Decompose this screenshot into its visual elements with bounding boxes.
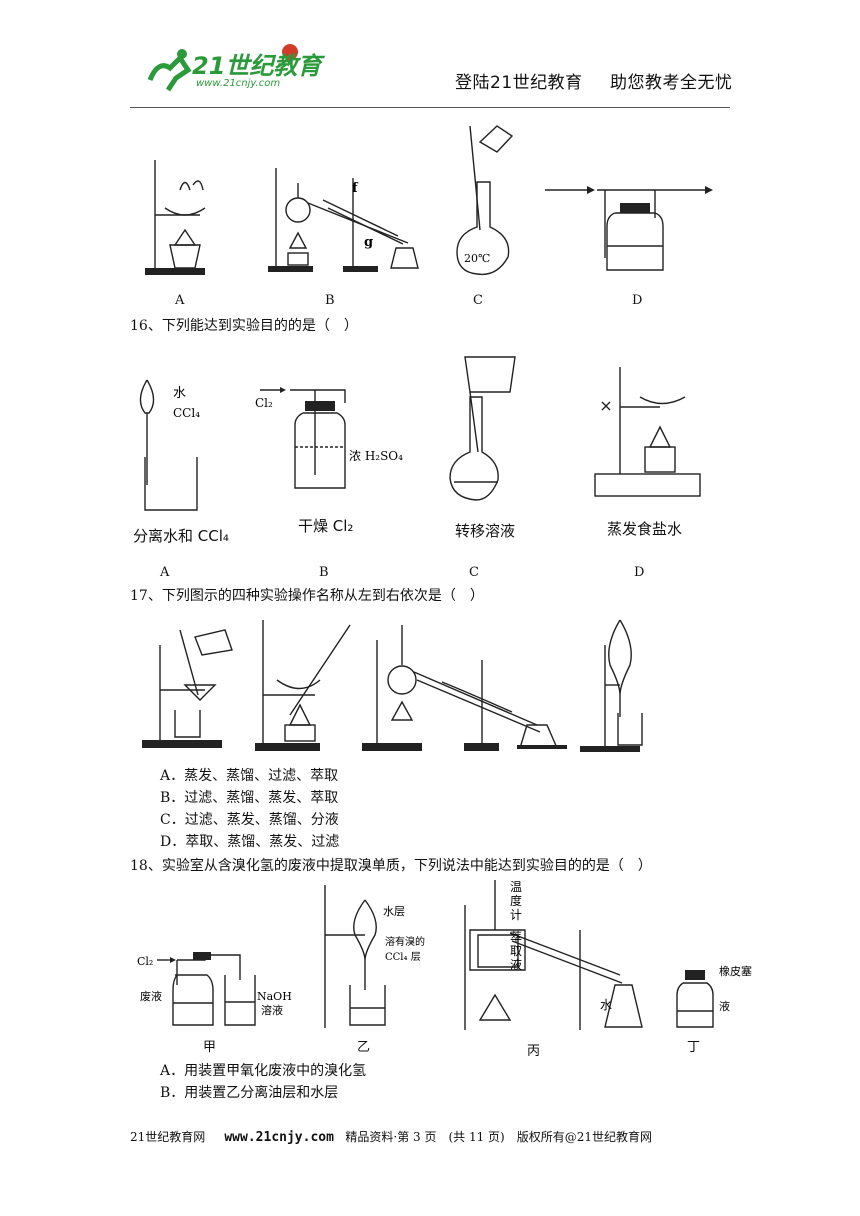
q17-figure-2 <box>255 620 351 751</box>
q16-option-a: A <box>160 565 170 580</box>
q16-caption-b: 干燥 Cl₂ <box>298 517 354 535</box>
q18-yi-ccl4-1: 溶有溴的 <box>385 935 425 948</box>
q16-caption-a: 分离水和 CCl₄ <box>133 527 229 545</box>
q16-option-d: D <box>634 565 645 580</box>
q15-option-d: D <box>632 293 643 308</box>
q15-label-f: f <box>352 181 359 196</box>
q15-figure-b: f g <box>268 168 419 272</box>
q18-bing-thermo-3: 计 <box>510 908 522 922</box>
q16-option-c: C <box>469 565 479 580</box>
q18-bing-extract-3: 液 <box>510 957 522 972</box>
q18-bing-extract-1: 萃 <box>510 930 522 944</box>
q16-stem: 16、下列能达到实验目的的是（ ） <box>130 318 358 334</box>
q18-ding-liquid: 液 <box>719 999 730 1013</box>
q18-bing-water: 水 <box>600 998 612 1012</box>
logo-text: 21世纪教育 <box>192 52 322 80</box>
q18-jia-naoh: NaOH <box>257 990 292 1003</box>
q17-figure-4 <box>580 619 643 752</box>
logo-url: www.21cnjy.com <box>196 78 281 89</box>
q18-label-yi: 乙 <box>357 1040 371 1055</box>
q15-figure-d <box>545 186 713 271</box>
header-divider <box>130 107 730 108</box>
footer-page-info: 精品资料·第 3 页 (共 11 页) 版权所有@21世纪教育网 <box>345 1130 653 1144</box>
q16-figure-d <box>594 367 701 497</box>
q18-option-b: B．用装置乙分离油层和水层 <box>160 1085 339 1101</box>
q18-jia-cl2: Cl₂ <box>137 955 153 968</box>
q18-figure-bing: 温 度 计 萃 取 液 水 <box>464 880 643 1030</box>
q16-caption-c: 转移溶液 <box>455 522 516 540</box>
q15-option-c: C <box>473 293 483 308</box>
q18-jia-waste: 废液 <box>140 989 162 1003</box>
q16-caption-d: 蒸发食盐水 <box>607 520 683 538</box>
header-slogan-left: 登陆21世纪教育 <box>455 73 583 93</box>
q15-option-a: A <box>175 293 185 308</box>
q18-label-ding: 丁 <box>687 1040 701 1055</box>
page-footer: 21世纪教育网 www.21cnjy.com 精品资料·第 3 页 (共 11 … <box>130 1128 652 1145</box>
q16-option-b: B <box>319 565 329 580</box>
q17-option-c: C．过滤、蒸发、蒸馏、分液 <box>160 812 339 828</box>
q18-label-jia: 甲 <box>203 1040 217 1055</box>
q16-b-h2so4: 浓 H₂SO₄ <box>349 449 403 463</box>
q17-figure-1 <box>142 629 233 748</box>
q18-jia-solution: 溶液 <box>261 1003 283 1017</box>
q17-option-a: A．蒸发、蒸馏、过滤、萃取 <box>160 768 339 784</box>
q15-figure-a <box>145 160 206 275</box>
q16-figure-b: Cl₂ 浓 H₂SO₄ <box>255 387 403 489</box>
q18-figure-jia: Cl₂ 废液 NaOH 溶液 <box>137 952 292 1026</box>
q17-figure-3 <box>362 625 567 751</box>
q18-stem: 18、实验室从含溴化氢的废液中提取溴单质，下列说法中能达到实验目的的是（ ） <box>130 858 652 874</box>
q18-bing-thermo-2: 度 <box>510 893 522 908</box>
q18-ding-stopper: 橡皮塞 <box>719 964 752 978</box>
q18-bing-extract-2: 取 <box>510 944 522 958</box>
q16-figure-c <box>449 356 516 501</box>
q16-a-water: 水 <box>173 386 186 401</box>
header-slogan-right: 助您教考全无忧 <box>610 73 733 93</box>
q17-option-b: B．过滤、蒸馏、蒸发、萃取 <box>160 790 339 806</box>
q18-bing-thermo-1: 温 <box>510 880 522 894</box>
q16-figure-a: 水 CCl₄ <box>139 379 200 511</box>
q15-option-b: B <box>325 293 335 308</box>
q18-option-a: A．用装置甲氧化废液中的溴化氢 <box>160 1063 367 1079</box>
q16-b-cl2: Cl₂ <box>255 396 273 410</box>
q17-option-d: D．萃取、蒸馏、蒸发、过滤 <box>160 834 340 850</box>
q15-flask-temp: 20℃ <box>464 252 490 265</box>
q18-label-bing: 丙 <box>527 1044 541 1059</box>
footer-site: 21世纪教育网 <box>130 1130 206 1144</box>
q18-figure-yi: 水层 溶有溴的 CCl₄ 层 <box>324 885 425 1028</box>
q18-figure-ding: 橡皮塞 液 <box>676 964 752 1028</box>
q15-label-g: g <box>364 235 373 250</box>
q17-stem: 17、下列图示的四种实验操作名称从左到右依次是（ ） <box>130 588 484 604</box>
logo-figure-icon <box>147 44 298 92</box>
footer-url[interactable]: www.21cnjy.com <box>224 1130 334 1145</box>
logo[interactable]: 21世纪教育 www.21cnjy.com <box>140 40 330 100</box>
q18-yi-water-layer: 水层 <box>383 905 405 918</box>
q18-yi-ccl4-2: CCl₄ 层 <box>385 951 421 963</box>
q15-figure-c: 20℃ <box>456 125 514 276</box>
q16-a-ccl4: CCl₄ <box>173 406 200 420</box>
